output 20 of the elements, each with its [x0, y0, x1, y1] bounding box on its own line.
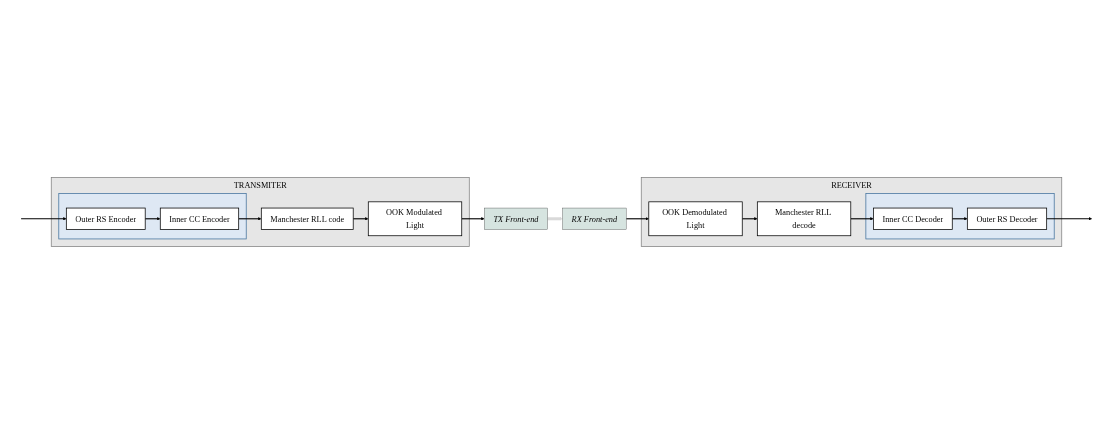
cluster: [58, 193, 247, 240]
arrow: [238, 217, 262, 221]
arrow: [850, 217, 874, 221]
arrow: [144, 217, 161, 221]
node-box: OOK Modulated Light: [367, 201, 463, 237]
node-box: TX Front-end: [484, 207, 548, 230]
arrow: [547, 217, 563, 221]
node-box: Inner CC Decoder: [873, 207, 953, 230]
node-box: Manchester RLL code: [260, 207, 354, 230]
arrow: [625, 217, 649, 221]
arrow: [1046, 217, 1093, 221]
node-box: Inner CC Encoder: [159, 207, 240, 230]
node-box: Outer RS Decoder: [966, 207, 1048, 230]
node-box: Manchester RLL decode: [756, 201, 852, 237]
arrow: [461, 217, 485, 221]
cluster: [865, 193, 1055, 240]
node-box: RX Front-end: [562, 207, 627, 230]
node-box: Outer RS Encoder: [65, 207, 146, 230]
arrow: [20, 217, 67, 221]
node-box: OOK Demodulated Light: [648, 201, 743, 237]
